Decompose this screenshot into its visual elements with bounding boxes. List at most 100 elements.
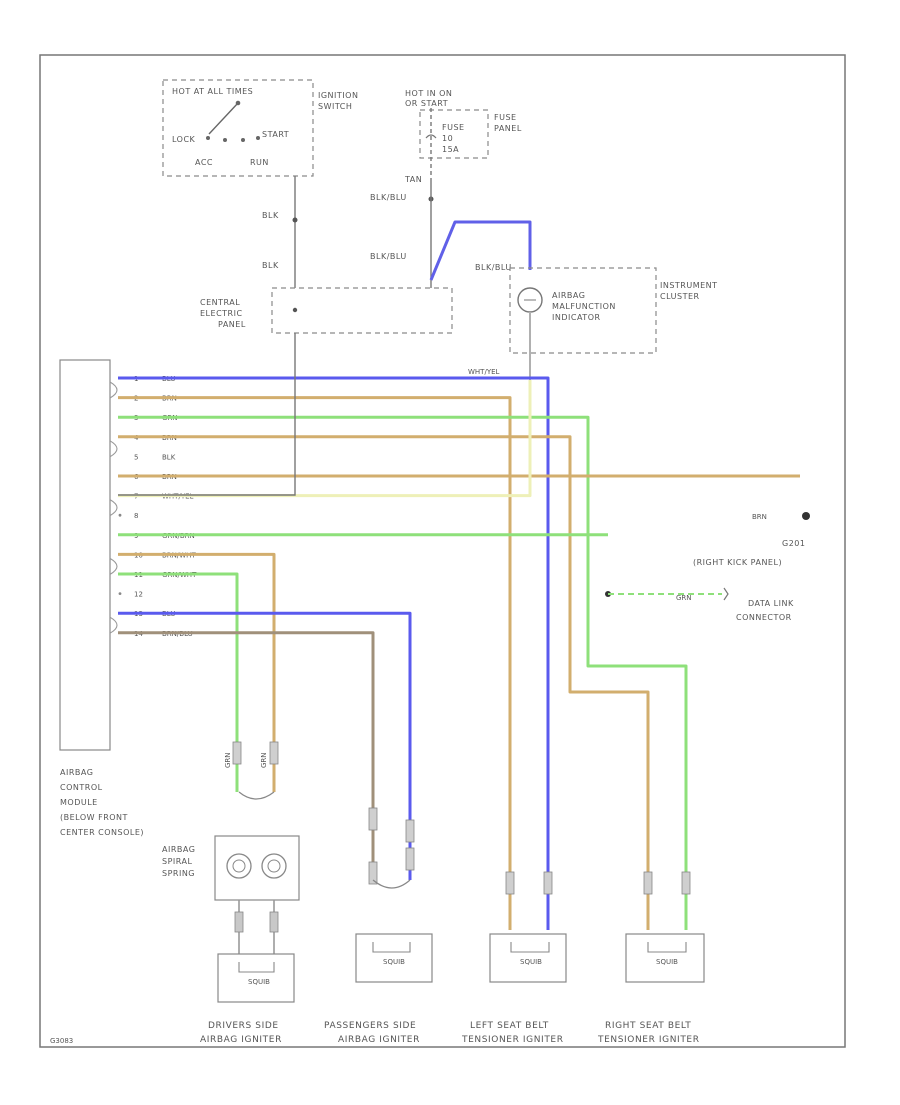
hot-in-on-label-2: OR START — [405, 99, 448, 108]
fuse-label-2: 10 — [442, 134, 453, 143]
brn-g201-label: BRN — [752, 513, 767, 521]
left-tensioner-symbol: SQUIB — [520, 958, 542, 966]
spiral-connector-left — [234, 911, 244, 933]
module-caption-4: (BELOW FRONT — [60, 813, 128, 822]
wire-pin-2 — [118, 396, 512, 930]
module-caption-2: CONTROL — [60, 783, 103, 792]
right-tensioner-box — [625, 933, 705, 983]
passengers-igniter: SQUIB — [355, 933, 433, 983]
wire-pin-11 — [118, 572, 239, 792]
blu-wire-indicator — [429, 220, 532, 281]
lock-label: LOCK — [172, 135, 196, 144]
central-panel-label-1: CENTRAL — [200, 298, 240, 307]
dlc-label-2: CONNECTOR — [736, 613, 792, 622]
switch-contact-run — [241, 138, 245, 142]
module-caption-1: AIRBAG — [60, 768, 93, 777]
spiral-coil-right-inner — [267, 859, 281, 873]
spiral-connector-right — [269, 911, 279, 933]
passengers-igniter-label-2: AIRBAG IGNITER — [338, 1035, 420, 1045]
left-tensioner-box — [489, 933, 567, 983]
connector-cavity — [109, 616, 118, 634]
drivers-igniter-label-1: DRIVERS SIDE — [208, 1021, 279, 1031]
g201-ground-dot — [802, 512, 810, 520]
wire-pin-4 — [118, 435, 650, 930]
right-tensioner-symbol: SQUIB — [656, 958, 678, 966]
spiral-coil-left — [226, 853, 252, 879]
blk-blu-label-2: BLK/BLU — [370, 252, 407, 261]
wire-terminal — [368, 861, 378, 885]
g201-label-1: G201 — [782, 539, 805, 548]
drivers-igniter-label-2: AIRBAG IGNITER — [200, 1035, 282, 1045]
spiral-label-3: SPRING — [162, 869, 195, 878]
pin-number: 12 — [134, 591, 143, 599]
fuse-label-1: FUSE — [442, 123, 465, 132]
spiral-spring-box — [214, 835, 300, 901]
blk-blu-label-1: BLK/BLU — [370, 193, 407, 202]
indicator-label-2: MALFUNCTION — [552, 302, 616, 311]
connector-cavity — [109, 557, 118, 575]
drivers-igniter-box — [217, 953, 295, 1003]
run-label: RUN — [250, 158, 269, 167]
switch-contact-acc — [223, 138, 227, 142]
grn-dlc-label: GRN — [676, 594, 692, 602]
wire-terminal — [643, 871, 653, 895]
drivers-igniter: SQUIB — [217, 953, 295, 1003]
tan-label: TAN — [404, 175, 422, 184]
connector-cavity — [109, 440, 118, 458]
spiral-coil-right — [261, 853, 287, 879]
fuse-symbol — [425, 134, 437, 139]
dlc-label-1: DATA LINK — [748, 599, 794, 608]
ignition-switch-label-2: SWITCH — [318, 102, 352, 111]
instrument-cluster-label-2: CLUSTER — [660, 292, 700, 301]
left-tensioner-label-2: TENSIONER IGNITER — [461, 1035, 564, 1045]
switch-contact-lock — [206, 136, 210, 140]
passengers-igniter-box — [355, 933, 433, 983]
wire-terminal — [505, 871, 515, 895]
module-caption-5: CENTER CONSOLE) — [60, 828, 144, 837]
pin-number: 8 — [134, 512, 138, 520]
wht-yel-label-top: WHT/YEL — [468, 368, 500, 376]
fuse-panel-box — [419, 109, 489, 159]
central-panel-label-3: PANEL — [218, 320, 246, 329]
central-panel-terminal — [292, 307, 298, 313]
diagram-id: G3083 — [50, 1037, 73, 1045]
hot-in-on-label-1: HOT IN ON — [405, 89, 452, 98]
left-tensioner-igniter: SQUIB — [489, 933, 567, 983]
central-panel-label-2: ELECTRIC — [200, 309, 243, 318]
switch-contact-start — [256, 136, 260, 140]
central-electric-panel-box — [271, 287, 453, 334]
wire-terminal — [368, 807, 378, 831]
wire-pin-10 — [118, 552, 276, 792]
drivers-igniter-symbol: SQUIB — [248, 978, 270, 986]
wire-terminal — [405, 847, 415, 871]
spiral-shorting-bar — [238, 791, 275, 800]
fuse-panel-label-2: PANEL — [494, 124, 522, 133]
fuse-label-3: 15A — [442, 145, 459, 154]
right-tensioner-element — [647, 942, 687, 953]
spiral-label-2: SPIRAL — [162, 857, 192, 866]
blk-connector-dot — [292, 217, 298, 223]
passengers-igniter-element — [372, 942, 411, 953]
instrument-cluster-box — [509, 267, 657, 354]
spiral-label-1: AIRBAG — [162, 845, 195, 854]
drivers-igniter-element — [238, 962, 275, 973]
wire-pin-1 — [118, 376, 550, 930]
wire-pin-3 — [118, 415, 688, 930]
hot-at-all-times-label: HOT AT ALL TIMES — [172, 87, 253, 96]
blk-wire-pin5 — [118, 333, 296, 496]
wire-pin-13 — [118, 611, 412, 880]
dlc-terminal — [723, 587, 729, 601]
ignition-switch-box — [162, 79, 314, 177]
vert-wire-label-2: GRN — [260, 752, 268, 768]
wire-terminal — [543, 871, 553, 895]
left-tensioner-element — [510, 942, 550, 953]
start-label: START — [262, 130, 289, 139]
module-caption-3: MODULE — [60, 798, 98, 807]
empty-pin — [118, 513, 122, 517]
acc-label: ACC — [195, 158, 213, 167]
wire-terminal — [232, 741, 242, 765]
vert-wire-label-1: GRN — [224, 752, 232, 768]
airbag-control-module — [59, 359, 111, 751]
